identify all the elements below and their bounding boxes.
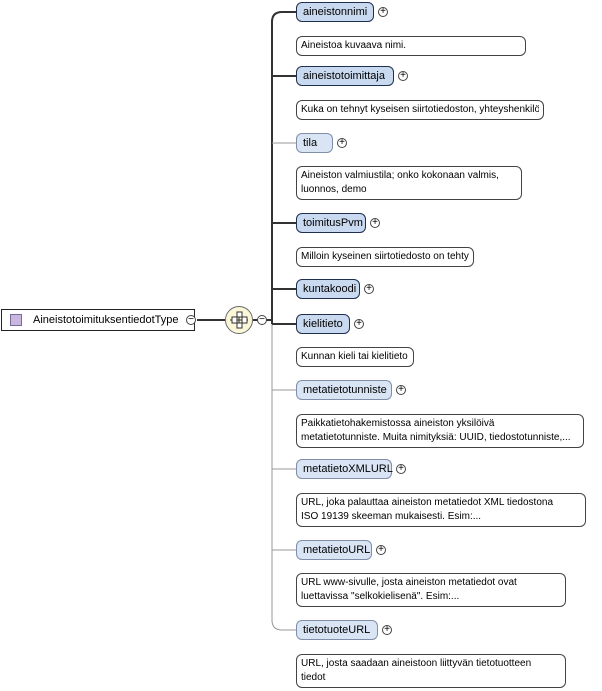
element-metatietoXMLURL[interactable]: metatietoXMLURL [296, 459, 393, 479]
doc-line: URL, joka palauttaa aineiston metatiedot… [301, 497, 554, 508]
expand-icon-tietotuoteURL[interactable]: + [382, 625, 392, 635]
element-metatietoURL[interactable]: metatietoURL [296, 540, 372, 560]
doc-line: Aineistoa kuvaava nimi. [301, 40, 407, 51]
doc-note-metatietotunniste: Paikkatietohakemistossa aineiston yksilö… [296, 414, 584, 448]
element-aineistonnimi[interactable]: aineistonnimi [296, 2, 374, 22]
expand-icon-metatietoURL[interactable]: + [376, 545, 386, 555]
expand-icon-aineistotoimittaja[interactable]: + [398, 71, 408, 81]
bracket-bottom-corner [271, 619, 283, 631]
doc-line: luettavissa "selkokielisenä". Esim:... [301, 591, 460, 602]
element-kuntakoodi[interactable]: kuntakoodi [296, 279, 360, 299]
doc-note-metatietoURL: URL www-sivulle, josta aineiston metatie… [296, 573, 566, 607]
doc-note-metatietoXMLURL: URL, joka palauttaa aineiston metatiedot… [296, 493, 586, 527]
sequence-compositor-icon [230, 311, 248, 329]
expand-icon-metatietotunniste[interactable]: + [396, 385, 406, 395]
doc-line: tiedot [301, 672, 326, 683]
bracket-top-corner [271, 11, 283, 23]
root-type-label: AineistotoimituksentiedotType [33, 314, 179, 326]
doc-note-tila: Aineiston valmiustila; onko kokonaan val… [296, 166, 522, 200]
doc-line: luonnos, demo [301, 184, 367, 195]
expand-icon-aineistonnimi[interactable]: + [378, 7, 388, 17]
doc-line: URL, josta saadaan aineistoon liittyvän … [301, 658, 532, 669]
expand-icon-kuntakoodi[interactable]: + [364, 284, 374, 294]
expand-icon-toimitusPvm[interactable]: + [370, 218, 380, 228]
doc-line: URL www-sivulle, josta aineiston metatie… [301, 577, 517, 588]
sequence-collapse-icon[interactable]: − [257, 315, 267, 325]
doc-line: Kunnan kieli tai kielitieto [301, 351, 408, 362]
doc-line: Milloin kyseinen siirtotiedosto on tehty [301, 251, 469, 262]
element-aineistotoimittaja[interactable]: aineistotoimittaja [296, 66, 394, 86]
root-collapse-icon[interactable]: − [186, 315, 196, 325]
complex-type-icon [10, 314, 22, 326]
doc-line: Kuka on tehnyt kyseisen siirtotiedoston,… [301, 104, 539, 115]
element-metatietotunniste[interactable]: metatietotunniste [296, 380, 392, 400]
doc-note-tietotuoteURL: URL, josta saadaan aineistoon liittyvän … [296, 654, 566, 688]
doc-line: ISO 19139 skeeman mukaisesti. Esim:... [301, 511, 482, 522]
doc-line: metatietotunniste. Muita nimityksiä: UUI… [301, 432, 571, 443]
doc-note-kielitieto: Kunnan kieli tai kielitieto [296, 347, 414, 367]
element-kielitieto[interactable]: kielitieto [296, 314, 350, 334]
element-toimitusPvm[interactable]: toimitusPvm [296, 213, 366, 233]
doc-note-aineistotoimittaja: Kuka on tehnyt kyseisen siirtotiedoston,… [296, 100, 544, 120]
element-tietotuoteURL[interactable]: tietotuoteURL [296, 620, 378, 640]
expand-icon-kielitieto[interactable]: + [354, 319, 364, 329]
element-tila[interactable]: tila [296, 133, 333, 153]
doc-line: Paikkatietohakemistossa aineiston yksilö… [301, 418, 495, 429]
doc-note-toimitusPvm: Milloin kyseinen siirtotiedosto on tehty [296, 247, 474, 267]
root-type-box[interactable]: AineistotoimituksentiedotType [1, 309, 195, 331]
doc-line: Aineiston valmiustila; onko kokonaan val… [301, 170, 499, 181]
expand-icon-metatietoXMLURL[interactable]: + [396, 464, 406, 474]
expand-icon-tila[interactable]: + [337, 138, 347, 148]
sequence-node [225, 306, 253, 334]
doc-note-aineistonnimi: Aineistoa kuvaava nimi. [296, 36, 526, 56]
